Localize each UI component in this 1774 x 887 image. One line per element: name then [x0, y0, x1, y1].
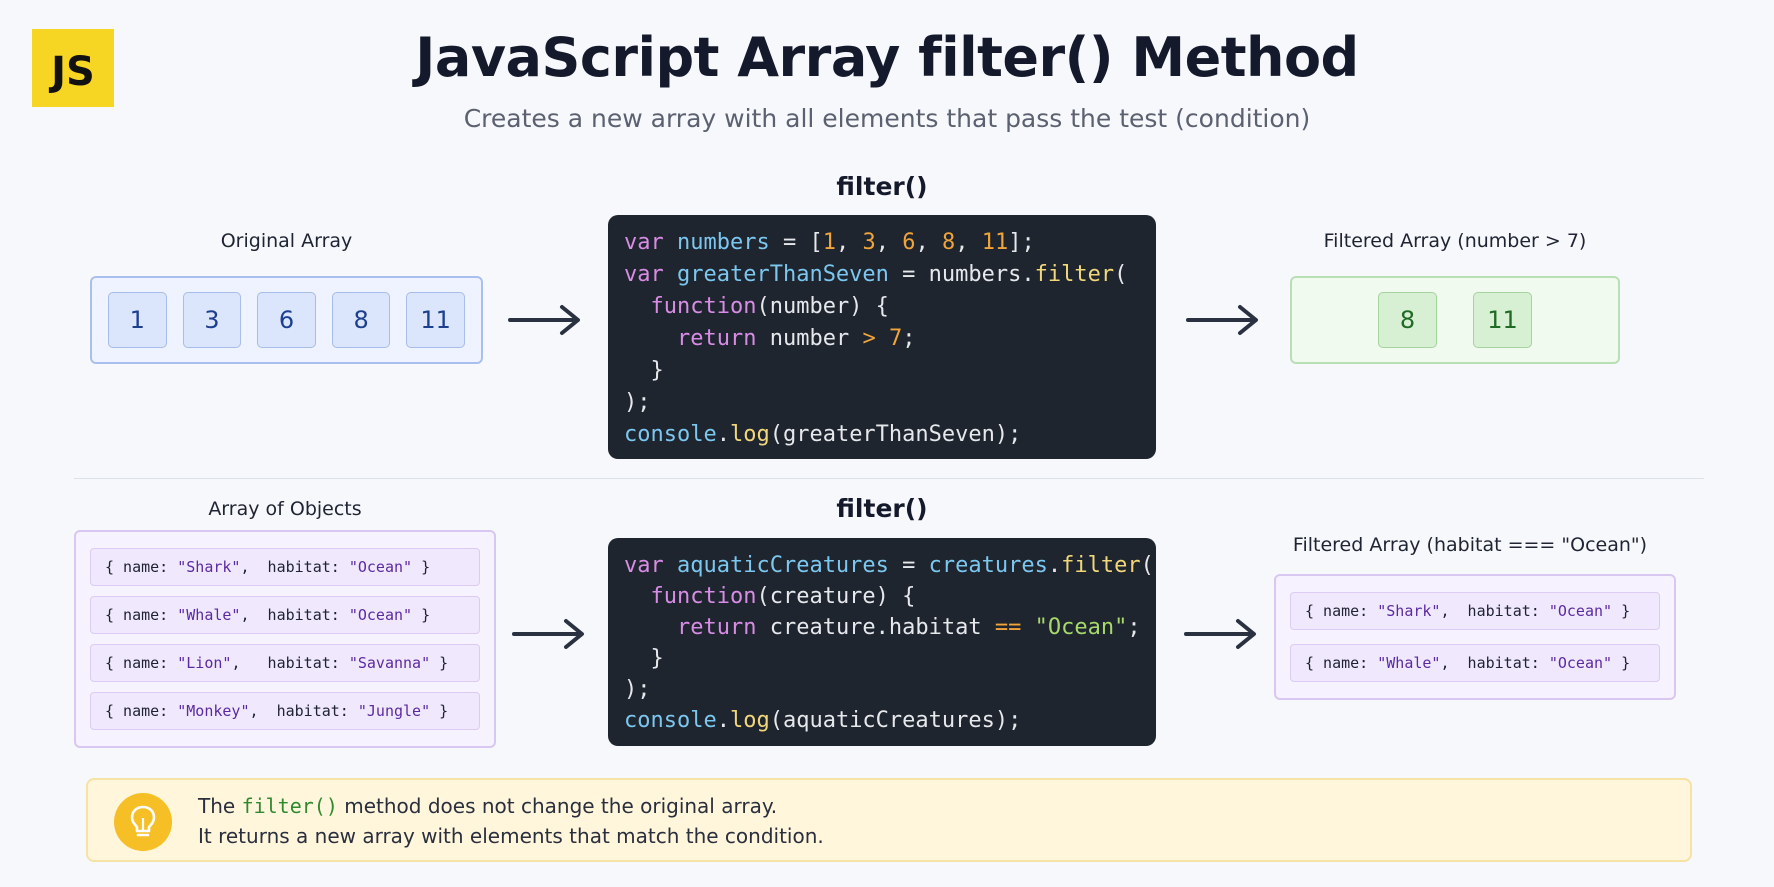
arrow-right-icon — [512, 619, 584, 649]
array-element: 8 — [1378, 292, 1437, 348]
code-line: return creature.habitat == "Ocean"; — [676, 615, 1141, 640]
js-logo: JS — [32, 29, 114, 107]
object-item: { name: "Shark", habitat: "Ocean" } — [90, 548, 480, 586]
code-line: console.log(greaterThanSeven); — [624, 422, 1022, 447]
objects-array: { name: "Shark", habitat: "Ocean" } { na… — [74, 530, 496, 748]
object-item: { name: "Monkey", habitat: "Jungle" } — [90, 692, 480, 730]
original-array: 1 3 6 8 11 — [90, 276, 483, 364]
tip-line: The filter() method does not change the … — [198, 794, 778, 818]
code-line: return number > 7; — [676, 326, 916, 351]
code-line: var numbers = [1, 3, 6, 8, 11]; — [624, 230, 1035, 255]
filtered-objects-array: { name: "Shark", habitat: "Ocean" } { na… — [1274, 574, 1676, 700]
filtered-array: 8 11 — [1290, 276, 1620, 364]
array-element: 8 — [331, 292, 391, 348]
original-array-label: Original Array — [220, 230, 353, 252]
page-title: JavaScript Array filter() Method — [415, 26, 1359, 89]
lightbulb-icon — [114, 793, 172, 851]
code-line: } — [624, 358, 664, 383]
object-item: { name: "Whale", habitat: "Ocean" } — [1290, 644, 1660, 682]
arrow-right-icon — [1186, 305, 1258, 335]
object-item: { name: "Shark", habitat: "Ocean" } — [1290, 592, 1660, 630]
object-item: { name: "Lion", habitat: "Savanna" } — [90, 644, 480, 682]
objects-array-label: Array of Objects — [208, 498, 362, 520]
code-line: ); — [624, 677, 651, 702]
filtered-objects-label: Filtered Array (habitat === "Ocean") — [1292, 534, 1648, 556]
array-element: 1 — [108, 292, 167, 348]
code-line: function(number) { — [650, 294, 889, 319]
code-line: console.log(aquaticCreatures); — [624, 708, 1022, 733]
code-line: var greaterThanSeven = numbers.filter( — [624, 262, 1128, 287]
filtered-array-label: Filtered Array (number > 7) — [1323, 230, 1587, 252]
object-item: { name: "Whale", habitat: "Ocean" } — [90, 596, 480, 634]
filter-label: filter() — [836, 494, 928, 523]
code-block: var numbers = [1, 3, 6, 8, 11]; var grea… — [608, 215, 1156, 459]
code-line: function(creature) { — [650, 584, 916, 609]
array-element: 6 — [257, 292, 316, 348]
code-line: ); — [624, 390, 651, 415]
arrow-right-icon — [508, 305, 580, 335]
page-subtitle: Creates a new array with all elements th… — [463, 104, 1311, 133]
tip-callout: The filter() method does not change the … — [86, 778, 1692, 862]
code-line: } — [624, 646, 664, 671]
arrow-right-icon — [1184, 619, 1256, 649]
array-element: 11 — [1473, 292, 1532, 348]
filter-label: filter() — [836, 172, 928, 201]
code-line: var aquaticCreatures = creatures.filter( — [624, 553, 1154, 578]
section-divider — [74, 478, 1704, 479]
code-block: var aquaticCreatures = creatures.filter(… — [608, 538, 1156, 746]
tip-line: It returns a new array with elements tha… — [198, 824, 824, 848]
array-element: 3 — [182, 292, 242, 348]
array-element: 11 — [406, 292, 465, 348]
